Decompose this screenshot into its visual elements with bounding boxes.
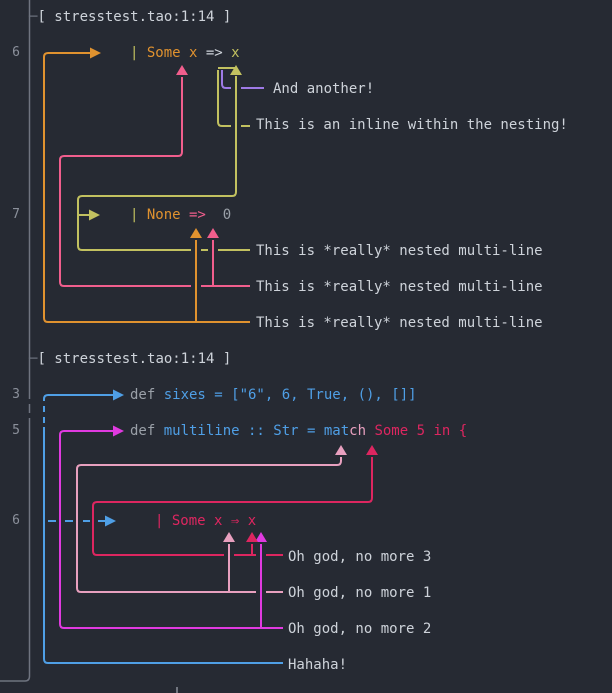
plum-multiline-connector bbox=[76, 457, 342, 593]
code-sixes: sixes = ["6", 6, True, (), []] bbox=[163, 387, 417, 403]
line-number-3: 3 bbox=[12, 387, 20, 402]
code-line-7: | None => 0 bbox=[130, 206, 231, 224]
annotation-label-inline: This is an inline within the nesting! bbox=[256, 117, 568, 133]
olive-multiline-connector bbox=[77, 76, 250, 251]
pink-caret-icon bbox=[176, 65, 188, 75]
report1-header: ─[ stresstest.tao:1:14 ] bbox=[29, 8, 231, 26]
annotation-label-haha: Hahaha! bbox=[288, 657, 348, 673]
code-some-x: Some x bbox=[146, 45, 198, 61]
blue-arrowhead-icon bbox=[113, 389, 124, 401]
code-some-arm: | Some x ⇒ x bbox=[155, 513, 257, 529]
olive-inline-connector bbox=[217, 70, 250, 127]
line-number-7: 7 bbox=[12, 207, 20, 222]
header-dash: ─ bbox=[29, 9, 38, 25]
blue-multiline-connector bbox=[43, 394, 283, 664]
crimson-multiline-connector bbox=[92, 457, 373, 556]
orange-arrowhead-icon bbox=[90, 47, 101, 59]
blue-arrowhead-icon-2 bbox=[105, 515, 116, 527]
line-number-6: 6 bbox=[12, 45, 20, 60]
header-dash: ─ bbox=[29, 351, 38, 367]
output-frame-line bbox=[0, 0, 31, 682]
header-location: [ stresstest.tao:1:14 ] bbox=[37, 9, 232, 25]
code-line-5: def multiline :: Str = match Some 5 in { bbox=[130, 422, 467, 440]
plum-caret-icon bbox=[335, 445, 347, 455]
code-highlight-ch: ch bbox=[349, 423, 367, 439]
code-line-3: def sixes = ["6", 6, True, (), []] bbox=[130, 386, 417, 404]
crimson-caret-icon-2 bbox=[246, 532, 258, 542]
crimson-caret-icon bbox=[366, 445, 378, 455]
annotation-label-another: And another! bbox=[273, 81, 375, 97]
line-number-5: 5 bbox=[12, 423, 20, 438]
annotation-label-multiline-2: This is *really* nested multi-line bbox=[256, 279, 543, 295]
magenta-caret-icon bbox=[255, 532, 267, 542]
code-multiline-decl: multiline :: Str = mat bbox=[163, 423, 350, 439]
orange-multiline-connector bbox=[43, 52, 250, 323]
code-line-6b: | Some x ⇒ x bbox=[155, 512, 256, 530]
annotation-label-multiline-1: This is *really* nested multi-line bbox=[256, 243, 543, 259]
annotation-label-multiline-3: This is *really* nested multi-line bbox=[256, 315, 543, 331]
annotation-label-no2: Oh god, no more 2 bbox=[288, 621, 432, 637]
magenta-arrowhead-icon bbox=[113, 425, 124, 437]
annotation-label-no1: Oh god, no more 1 bbox=[288, 585, 432, 601]
code-pipe: | bbox=[130, 207, 147, 223]
code-fat-arrow: => bbox=[197, 45, 232, 61]
plum-caret-icon-2 bbox=[223, 532, 235, 542]
code-none: None bbox=[146, 207, 181, 223]
code-def-keyword: def bbox=[130, 423, 164, 439]
header-location: [ stresstest.tao:1:14 ] bbox=[37, 351, 232, 367]
code-pipe: | bbox=[130, 45, 147, 61]
magenta-multiline-connector bbox=[59, 430, 283, 629]
code-fat-arrow: => bbox=[180, 207, 215, 223]
olive-arrowhead-icon bbox=[89, 209, 100, 221]
code-zero: 0 bbox=[214, 207, 232, 223]
line-number-6b: 6 bbox=[12, 513, 20, 528]
purple-inline-connector bbox=[221, 70, 264, 89]
code-def-keyword: def bbox=[130, 387, 164, 403]
code-some-5-in: Some 5 in { bbox=[374, 423, 468, 439]
pink-caret-icon-2 bbox=[207, 228, 219, 238]
orange-caret-icon bbox=[190, 228, 202, 238]
report2-header: ─[ stresstest.tao:1:14 ] bbox=[29, 350, 231, 368]
olive-caret-icon bbox=[230, 65, 242, 75]
code-x: x bbox=[231, 45, 240, 61]
code-line-6: | Some x => x bbox=[130, 44, 240, 62]
annotation-label-no3: Oh god, no more 3 bbox=[288, 549, 432, 565]
pink-multiline-connector bbox=[59, 77, 250, 287]
